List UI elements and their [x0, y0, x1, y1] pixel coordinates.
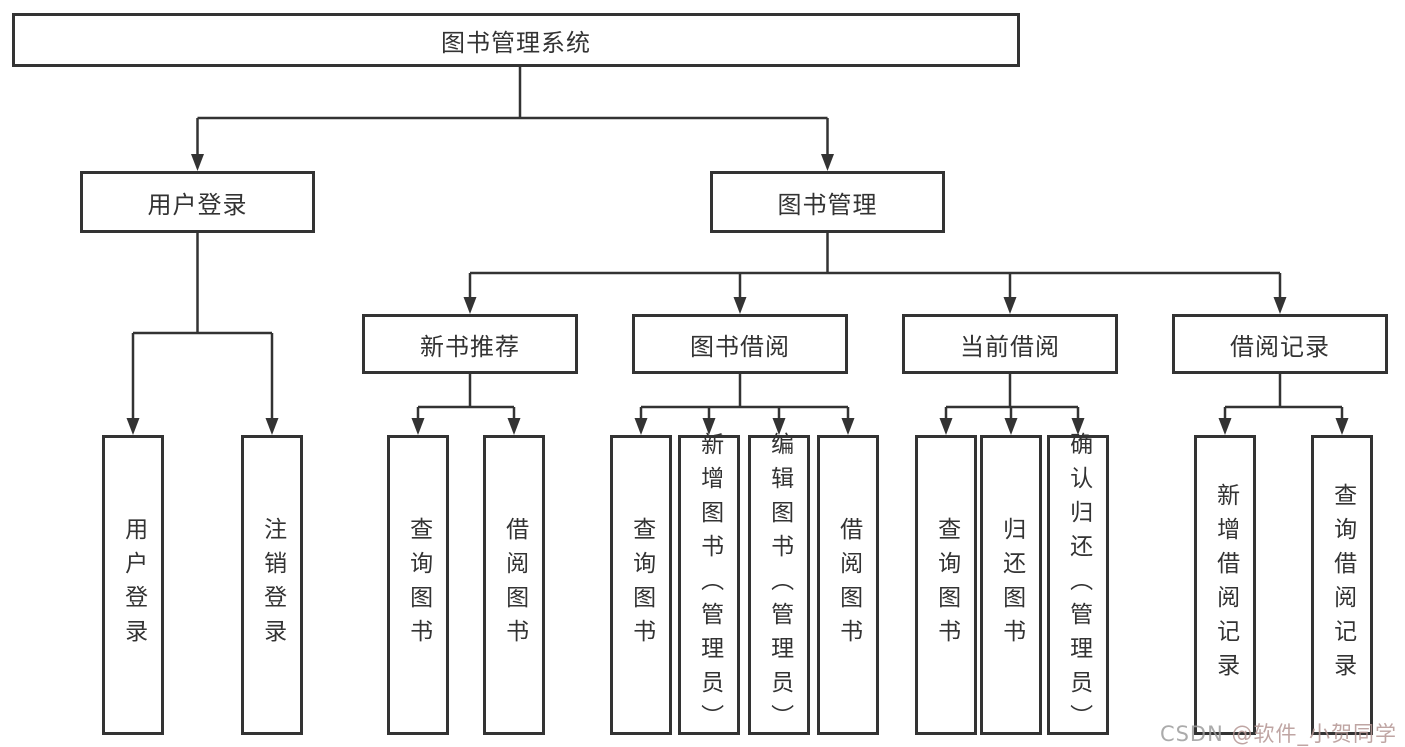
watermark: CSDN @软件_小贺同学 [1160, 718, 1397, 747]
leaf-query-books-borrow-label: 查询图书 [628, 517, 655, 653]
leaf-add-borrow-record: 新增借阅记录 [1194, 435, 1256, 735]
leaf-query-borrow-record-label: 查询借阅记录 [1329, 483, 1356, 687]
leaf-confirm-return-admin: 确认归还（管理员） [1047, 432, 1109, 738]
node-root: 图书管理系统 [12, 13, 1020, 67]
leaf-borrow-books-borrow-label: 借阅图书 [835, 517, 862, 653]
node-borrow-records: 借阅记录 [1172, 314, 1388, 374]
node-new-book-recommend: 新书推荐 [362, 314, 578, 374]
leaf-query-books-recommend: 查询图书 [387, 435, 449, 735]
leaf-edit-book-admin: 编辑图书（管理员） [748, 432, 810, 738]
node-book-borrow-label: 图书借阅 [690, 332, 790, 361]
leaf-query-books-borrow: 查询图书 [610, 435, 672, 735]
leaf-add-book-admin-label: 新增图书（管理员） [696, 432, 723, 738]
leaf-query-books-current-label: 查询图书 [933, 517, 960, 653]
leaf-query-books-recommend-label: 查询图书 [405, 517, 432, 653]
node-user-login-label: 用户登录 [147, 190, 248, 219]
leaf-return-book: 归还图书 [980, 435, 1042, 735]
node-user-login: 用户登录 [80, 171, 315, 233]
leaf-query-books-current: 查询图书 [915, 435, 977, 735]
leaf-borrow-books-borrow: 借阅图书 [817, 435, 879, 735]
leaf-add-book-admin: 新增图书（管理员） [678, 432, 740, 738]
leaf-logout: 注销登录 [241, 435, 303, 735]
leaf-borrow-books-recommend-label: 借阅图书 [501, 517, 528, 653]
node-new-book-recommend-label: 新书推荐 [420, 332, 520, 361]
node-current-borrow-label: 当前借阅 [960, 332, 1060, 361]
leaf-edit-book-admin-label: 编辑图书（管理员） [766, 432, 793, 738]
leaf-user-login: 用户登录 [102, 435, 164, 735]
leaf-user-login-label: 用户登录 [120, 517, 147, 653]
leaf-logout-label: 注销登录 [259, 517, 286, 653]
arrow-down-icons [126, 154, 1349, 435]
node-book-borrow: 图书借阅 [632, 314, 848, 374]
leaf-confirm-return-admin-label: 确认归还（管理员） [1065, 432, 1092, 738]
node-book-management-label: 图书管理 [777, 190, 878, 219]
leaf-add-borrow-record-label: 新增借阅记录 [1212, 483, 1239, 687]
leaf-query-borrow-record: 查询借阅记录 [1311, 435, 1373, 735]
watermark-brand: CSDN [1159, 722, 1232, 746]
node-borrow-records-label: 借阅记录 [1230, 332, 1330, 361]
node-root-label: 图书管理系统 [441, 28, 591, 57]
watermark-handle: @软件_小贺同学 [1231, 722, 1397, 746]
leaf-return-book-label: 归还图书 [998, 517, 1025, 653]
leaf-borrow-books-recommend: 借阅图书 [483, 435, 545, 735]
node-current-borrow: 当前借阅 [902, 314, 1118, 374]
node-book-management: 图书管理 [710, 171, 945, 233]
